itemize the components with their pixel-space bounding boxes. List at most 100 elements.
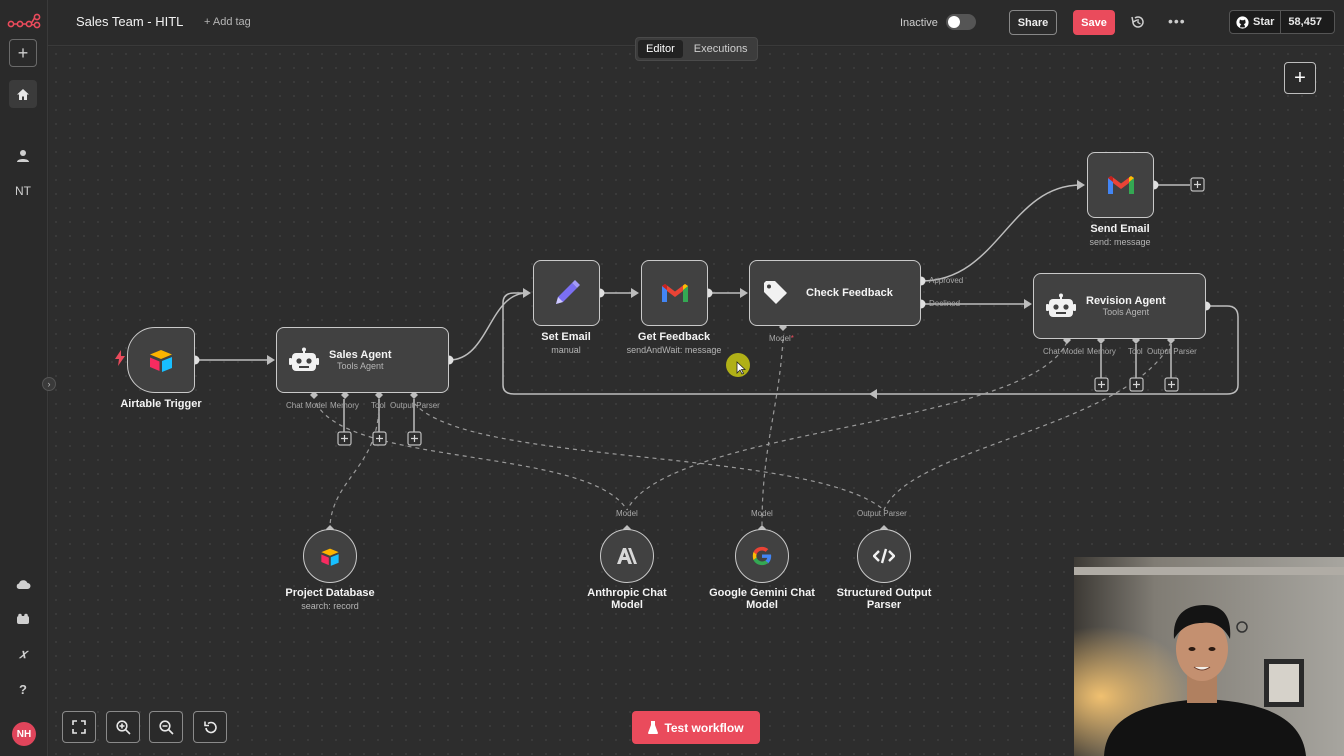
left-sidebar: + NT 𝑥 ? NH bbox=[0, 0, 48, 756]
sales-agent-title: Sales Agent bbox=[329, 349, 392, 361]
undo-icon bbox=[203, 721, 217, 733]
connection-approved-to-send-email bbox=[920, 184, 1082, 282]
revision-agent-port-chat-model: Chat Model bbox=[1043, 347, 1084, 356]
save-button[interactable]: Save bbox=[1073, 10, 1115, 35]
gmail-icon bbox=[1107, 176, 1134, 194]
github-star-label: Star bbox=[1253, 16, 1275, 28]
tab-editor[interactable]: Editor bbox=[638, 40, 683, 58]
airtable-icon bbox=[150, 350, 172, 372]
cursor-pointer-icon bbox=[736, 361, 746, 375]
node-send-email[interactable] bbox=[1087, 152, 1154, 218]
flask-icon bbox=[648, 721, 659, 734]
trigger-bolt-icon bbox=[115, 350, 125, 366]
node-project-database-label: Project Database search: record bbox=[285, 587, 375, 611]
node-google-gemini-chat-model[interactable] bbox=[735, 529, 789, 583]
airtable-icon bbox=[321, 548, 339, 566]
add-tag-link[interactable]: + Add tag bbox=[204, 16, 251, 28]
check-feedback-title: Check Feedback bbox=[806, 287, 893, 299]
anthropic-port-model: Model bbox=[616, 509, 638, 518]
node-get-feedback[interactable] bbox=[641, 260, 708, 326]
node-airtable-trigger-label: Airtable Trigger bbox=[120, 398, 202, 410]
editor-tabs: Editor Executions bbox=[635, 37, 758, 61]
n8n-logo-icon[interactable] bbox=[7, 12, 41, 30]
sidebar-item-project-nt[interactable]: NT bbox=[15, 184, 31, 198]
robot-icon bbox=[289, 347, 319, 371]
test-workflow-button[interactable]: Test workflow bbox=[632, 711, 760, 744]
github-star-button[interactable]: Star 58,457 bbox=[1229, 10, 1335, 34]
github-icon bbox=[1236, 15, 1249, 29]
connection-sales-agent-to-set-email bbox=[448, 292, 528, 361]
node-get-feedback-label: Get Feedback sendAndWait: message bbox=[626, 331, 722, 355]
node-sales-agent[interactable]: Sales Agent Tools Agent bbox=[276, 327, 449, 393]
check-feedback-port-model: Model* bbox=[769, 334, 794, 343]
sales-agent-port-chat-model: Chat Model bbox=[286, 401, 327, 410]
plus-icon: + bbox=[17, 42, 29, 63]
plus-icon: + bbox=[1294, 66, 1306, 89]
node-revision-agent[interactable]: Revision Agent Tools Agent bbox=[1033, 273, 1206, 339]
workflow-title[interactable]: Sales Team - HITL bbox=[76, 14, 184, 29]
zoom-out-button[interactable] bbox=[149, 711, 183, 743]
pencil-icon bbox=[555, 280, 580, 304]
sidebar-item-templates[interactable] bbox=[9, 605, 37, 633]
variable-icon: 𝑥 bbox=[19, 646, 27, 661]
github-star-count: 58,457 bbox=[1288, 16, 1323, 28]
zoom-in-icon bbox=[115, 719, 131, 735]
node-anthropic-chat-model-label: Anthropic Chat Model bbox=[587, 587, 667, 611]
presenter-video-image bbox=[1074, 557, 1344, 756]
sidebar-item-cloud[interactable] bbox=[9, 570, 37, 598]
tag-icon bbox=[764, 281, 787, 304]
webcam-overlay bbox=[1074, 557, 1344, 756]
zoom-to-fit-button[interactable] bbox=[62, 711, 96, 743]
fullscreen-icon bbox=[72, 720, 86, 734]
node-structured-output-parser-label: Structured Output Parser bbox=[836, 587, 932, 611]
node-google-gemini-chat-model-label: Google Gemini Chat Model bbox=[709, 587, 815, 611]
revision-agent-port-memory: Memory bbox=[1087, 347, 1116, 356]
user-icon bbox=[17, 150, 29, 162]
node-project-database[interactable] bbox=[303, 529, 357, 583]
help-icon: ? bbox=[19, 681, 27, 697]
sales-agent-port-output-parser: Output Parser bbox=[390, 401, 440, 410]
zoom-in-button[interactable] bbox=[106, 711, 140, 743]
cloud-icon bbox=[16, 579, 31, 589]
node-send-email-label: Send Email send: message bbox=[1089, 223, 1151, 247]
sidebar-expand-handle[interactable]: › bbox=[42, 377, 56, 391]
more-options-icon[interactable]: ••• bbox=[1168, 13, 1186, 29]
node-set-email-label: Set Email manual bbox=[541, 331, 591, 355]
zoom-out-icon bbox=[158, 719, 174, 735]
sidebar-item-variables[interactable]: 𝑥 bbox=[9, 640, 37, 668]
node-set-email[interactable] bbox=[533, 260, 600, 326]
code-icon bbox=[873, 548, 895, 564]
sidebar-add-button[interactable]: + bbox=[9, 39, 37, 67]
reset-zoom-button[interactable] bbox=[193, 711, 227, 743]
sales-agent-port-memory: Memory bbox=[330, 401, 359, 410]
check-feedback-output-declined: Declined bbox=[929, 299, 961, 308]
revision-agent-subtitle: Tools Agent bbox=[1102, 307, 1150, 317]
revision-agent-title: Revision Agent bbox=[1086, 295, 1166, 307]
check-feedback-output-approved: Approved bbox=[929, 276, 964, 285]
revision-agent-port-tool: Tool bbox=[1128, 347, 1143, 356]
node-anthropic-chat-model[interactable] bbox=[600, 529, 654, 583]
robot-icon bbox=[1046, 293, 1076, 317]
sales-agent-port-tool: Tool bbox=[371, 401, 386, 410]
box-icon bbox=[17, 613, 29, 624]
gmail-icon bbox=[661, 284, 688, 302]
sidebar-item-home[interactable] bbox=[9, 80, 37, 108]
tab-executions[interactable]: Executions bbox=[693, 43, 748, 55]
home-icon bbox=[17, 88, 29, 100]
active-toggle[interactable] bbox=[946, 14, 976, 30]
history-icon[interactable] bbox=[1130, 14, 1146, 30]
node-airtable-trigger[interactable] bbox=[127, 327, 195, 393]
anthropic-icon bbox=[617, 548, 637, 564]
sidebar-item-user[interactable] bbox=[9, 142, 37, 170]
node-structured-output-parser[interactable] bbox=[857, 529, 911, 583]
sidebar-item-help[interactable]: ? bbox=[9, 675, 37, 703]
add-node-button[interactable]: + bbox=[1284, 62, 1316, 94]
share-button[interactable]: Share bbox=[1009, 10, 1057, 35]
gemini-port-model: Model bbox=[751, 509, 773, 518]
node-check-feedback[interactable]: Check Feedback bbox=[749, 260, 921, 326]
structured-output-port-output-parser: Output Parser bbox=[857, 509, 907, 518]
google-icon bbox=[752, 546, 772, 566]
sales-agent-subtitle: Tools Agent bbox=[337, 361, 384, 371]
avatar[interactable]: NH bbox=[12, 722, 36, 746]
